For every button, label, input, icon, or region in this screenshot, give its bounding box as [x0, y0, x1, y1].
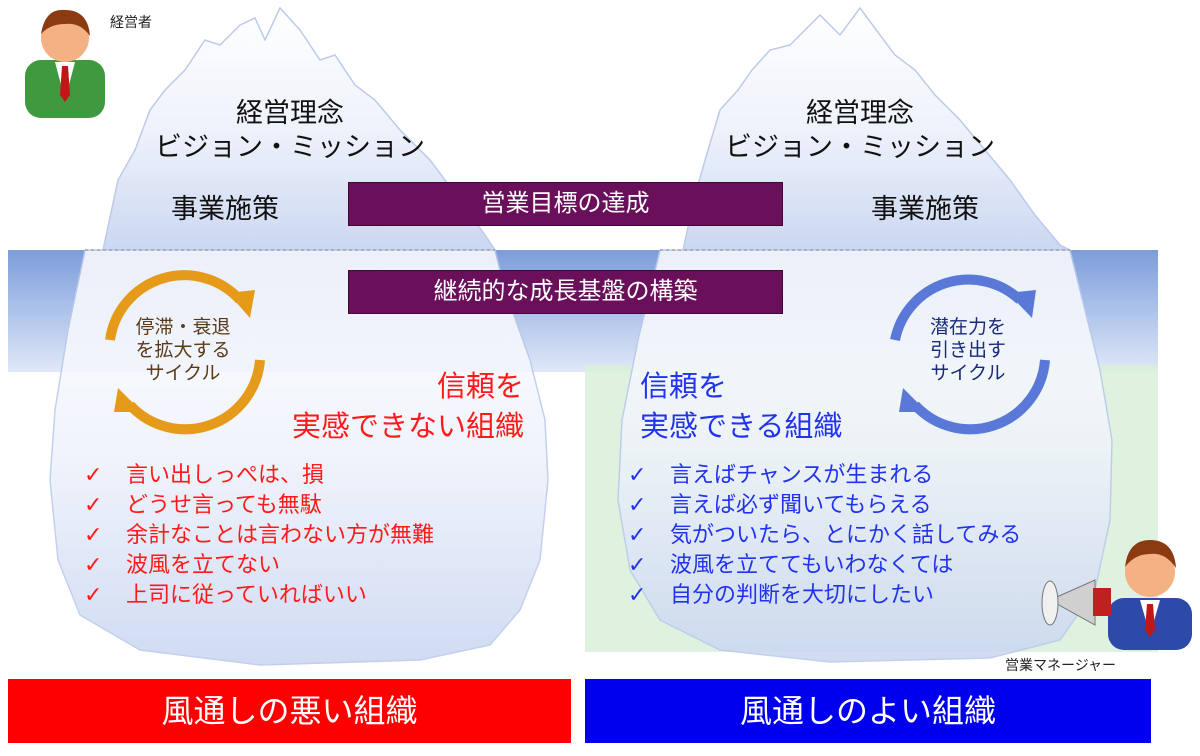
list-item-text: 言えばチャンスが生まれる — [670, 463, 934, 488]
check-icon: ✓ — [84, 493, 103, 518]
manager-label: 営業マネージャー — [1005, 658, 1117, 674]
megaphone-icon — [1041, 579, 1111, 626]
list-item-text: 波風を立てない — [126, 553, 281, 578]
list-item: ✓ どうせ言っても無駄 — [84, 491, 434, 521]
manager-avatar — [1108, 540, 1192, 650]
list-item: ✓ 波風を立てない — [84, 551, 434, 581]
left-cycle-arrows — [105, 270, 265, 435]
right-philosophy: 経営理念 — [806, 98, 914, 129]
right-cycle-line-1: 潜在力を — [929, 316, 1006, 338]
left-trust-line-1: 信頼を — [436, 369, 524, 403]
check-icon: ✓ — [84, 583, 103, 608]
check-icon: ✓ — [628, 523, 647, 548]
list-item-text: どうせ言っても無駄 — [126, 493, 322, 518]
left-cycle-line-1: 停滞・衰退 — [135, 316, 231, 338]
left-vision-mission: ビジョン・ミッション — [155, 132, 425, 163]
right-list: ✓ 言えばチャンスが生まれる ✓ 言えば必ず聞いてもらえる ✓ 気がついたら、とにかく… — [628, 461, 1021, 611]
list-item-text: 気がついたら、とにかく話してみる — [670, 523, 1022, 548]
right-trust-line-2: 実感できる組織 — [640, 409, 843, 443]
left-list: ✓ 言い出しっぺは、損 ✓ どうせ言っても無駄 ✓ 余計なことは言わない方が無難 ✓ 波… — [84, 461, 434, 611]
list-item: ✓ 上司に従っていればいい — [84, 581, 434, 611]
right-cycle-arrows — [890, 274, 1050, 435]
executive-label: 経営者 — [110, 15, 152, 31]
list-item: ✓ 言えばチャンスが生まれる — [628, 461, 1021, 491]
left-cycle-line-3: サイクル — [145, 362, 221, 384]
left-philosophy: 経営理念 — [236, 98, 344, 129]
list-item: ✓ 言えば必ず聞いてもらえる — [628, 491, 1021, 521]
right-measures: 事業施策 — [871, 194, 979, 225]
bad-organization-banner: 風通しの悪い組織 — [8, 679, 571, 743]
right-vision-mission: ビジョン・ミッション — [725, 132, 995, 163]
check-icon: ✓ — [628, 553, 647, 578]
check-icon: ✓ — [84, 463, 103, 488]
check-icon: ✓ — [628, 583, 647, 608]
list-item: ✓ 言い出しっぺは、損 — [84, 461, 434, 491]
left-cycle-line-2: を拡大する — [135, 339, 231, 361]
check-icon: ✓ — [628, 493, 647, 518]
good-organization-banner: 風通しのよい組織 — [585, 679, 1151, 743]
list-item-text: 上司に従っていればいい — [126, 583, 367, 608]
right-cycle-line-3: サイクル — [930, 362, 1006, 384]
list-item: ✓ 波風を立ててもいわなくては — [628, 551, 1021, 581]
check-icon: ✓ — [84, 553, 103, 578]
right-trust-line-1: 信頼を — [640, 369, 728, 403]
right-cycle-line-2: 引き出す — [929, 339, 1006, 361]
executive-avatar — [25, 9, 105, 118]
list-item: ✓ 余計なことは言わない方が無難 — [84, 521, 434, 551]
list-item-text: 言い出しっぺは、損 — [126, 463, 325, 488]
goal-banner: 営業目標の達成 — [348, 182, 783, 226]
left-cycle-label: 停滞・衰退 を拡大する サイクル — [118, 316, 248, 385]
list-item-text: 余計なことは言わない方が無難 — [126, 523, 435, 548]
list-item-text: 言えば必ず聞いてもらえる — [670, 493, 932, 518]
left-iceberg — [49, 6, 549, 666]
left-measures: 事業施策 — [171, 194, 279, 225]
right-cycle-label: 潜在力を 引き出す サイクル — [903, 316, 1033, 385]
list-item-text: 波風を立ててもいわなくては — [670, 553, 954, 578]
check-icon: ✓ — [628, 463, 647, 488]
list-item: ✓ 気がついたら、とにかく話してみる — [628, 521, 1021, 551]
left-trust-line-2: 実感できない組織 — [291, 409, 524, 443]
check-icon: ✓ — [84, 523, 103, 548]
list-item: ✓ 自分の判断を大切にしたい — [628, 581, 1021, 611]
foundation-banner: 継続的な成長基盤の構築 — [348, 270, 783, 314]
list-item-text: 自分の判断を大切にしたい — [670, 583, 935, 608]
